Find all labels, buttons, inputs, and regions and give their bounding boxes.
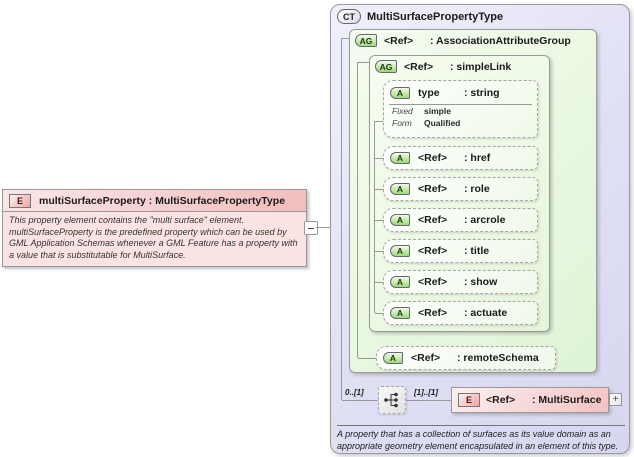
element-title: multiSurfaceProperty : MultiSurfacePrope… <box>39 194 286 207</box>
attribute-group-header: AG <Ref> : AssociationAttributeGroup <box>350 30 596 47</box>
attribute-show-name: : show <box>464 276 498 288</box>
attribute-role-box[interactable]: A <Ref> : role <box>383 177 538 201</box>
attribute-badge-icon: A <box>383 352 403 364</box>
stub-title <box>375 251 384 252</box>
minus-icon <box>308 227 314 229</box>
tree-trunk <box>341 38 342 400</box>
attribute-badge-icon: A <box>390 86 410 99</box>
attribute-show-ref: <Ref> <box>418 276 448 288</box>
multisurface-name: : MultiSurface <box>532 394 602 406</box>
attribute-actuate-name: : actuate <box>464 307 508 319</box>
attribute-remoteschema-name: : remoteSchema <box>457 352 539 364</box>
complex-type-box[interactable]: CT MultiSurfacePropertyType AG <Ref> : A… <box>330 4 630 454</box>
attribute-group-badge-icon: AG <box>355 34 377 47</box>
attribute-role-name: : role <box>464 183 490 195</box>
complex-type-header: CT MultiSurfacePropertyType <box>337 9 503 24</box>
tree-stub-attribute-group <box>342 38 350 39</box>
attribute-group-simplelink-box[interactable]: AG <Ref> : simpleLink A type <box>369 55 550 332</box>
attribute-show-box[interactable]: A <Ref> : show <box>383 270 538 294</box>
footer-divider <box>337 425 625 426</box>
simplelink-header: AG <Ref> : simpleLink <box>370 56 549 73</box>
attribute-role-ref: <Ref> <box>418 183 448 195</box>
sequence-glyph-icon <box>384 392 398 408</box>
tree-stub-simplelink <box>358 62 370 63</box>
tree-trunk-ag <box>357 62 358 358</box>
attribute-badge-icon: A <box>390 152 410 164</box>
facet-form: Form Qualified <box>384 117 537 129</box>
stub-role <box>375 189 384 190</box>
sequence-to-element-line <box>406 400 451 401</box>
element-header: E multiSurfaceProperty : MultiSurfacePro… <box>3 190 306 212</box>
element-badge-icon: E <box>458 393 480 407</box>
facet-form-value: Qualified <box>424 117 461 128</box>
stub-arcrole <box>375 220 384 221</box>
stub-href <box>375 158 384 159</box>
attribute-group-name: : AssociationAttributeGroup <box>430 34 571 47</box>
attribute-actuate-ref: <Ref> <box>418 307 448 319</box>
attribute-type-box[interactable]: A type : string Fixed simple Form Qualif… <box>383 80 538 138</box>
attribute-arcrole-name: : arcrole <box>464 214 506 226</box>
tree-stub-sequence <box>342 400 378 401</box>
attribute-badge-icon: A <box>390 276 410 288</box>
attribute-arcrole-box[interactable]: A <Ref> : arcrole <box>383 208 538 232</box>
attribute-badge-icon: A <box>390 214 410 226</box>
attribute-group-ref: <Ref> <box>384 34 414 47</box>
stub-actuate <box>375 313 384 314</box>
attribute-title-ref: <Ref> <box>418 245 448 257</box>
simplelink-ref: <Ref> <box>404 60 434 73</box>
attribute-remoteschema-box[interactable]: A <Ref> : remoteSchema <box>376 346 556 370</box>
facet-divider <box>389 104 532 105</box>
stub-show <box>375 282 384 283</box>
facet-fixed-label: Fixed <box>392 106 413 116</box>
attribute-href-ref: <Ref> <box>418 152 448 164</box>
attribute-arcrole-ref: <Ref> <box>418 214 448 226</box>
simplelink-name: : simpleLink <box>450 60 512 73</box>
occurrence-right-label: [1]..[1] <box>414 388 438 397</box>
element-multiSurfaceProperty-box[interactable]: E multiSurfaceProperty : MultiSurfacePro… <box>2 189 307 267</box>
attribute-title-name: : title <box>464 245 490 257</box>
element-multisurface-box[interactable]: E <Ref> : MultiSurface <box>451 387 609 413</box>
element-annotation: This property element contains the "mult… <box>9 215 298 261</box>
occurrence-left-label: 0..[1] <box>345 388 364 397</box>
attribute-href-name: : href <box>464 152 491 164</box>
attribute-badge-icon: A <box>390 307 410 319</box>
collapse-toggle[interactable] <box>304 221 318 235</box>
complex-type-annotation: A property that has a collection of surf… <box>337 429 619 451</box>
facet-form-label: Form <box>392 117 412 128</box>
tree-stub-remoteschema <box>358 358 377 359</box>
simplelink-badge-icon: AG <box>375 60 397 73</box>
attribute-type-label: type <box>418 86 440 99</box>
attribute-type-datatype: : string <box>464 86 500 99</box>
facet-fixed-value: simple <box>424 106 451 116</box>
expand-button[interactable]: + <box>609 393 622 406</box>
complex-type-badge-icon: CT <box>337 9 361 24</box>
multisurface-ref: <Ref> <box>486 394 516 406</box>
attribute-group-association-box[interactable]: AG <Ref> : AssociationAttributeGroup AG … <box>349 29 597 373</box>
tree-trunk-simplelink <box>374 121 375 313</box>
element-badge-icon: E <box>9 193 31 208</box>
stub-type <box>375 121 384 122</box>
attribute-actuate-box[interactable]: A <Ref> : actuate <box>383 301 538 325</box>
attribute-badge-icon: A <box>390 245 410 257</box>
connector-line <box>316 227 340 228</box>
attribute-type-header: A type : string <box>384 81 537 104</box>
complex-type-title: MultiSurfacePropertyType <box>367 10 504 23</box>
attribute-remoteschema-ref: <Ref> <box>411 352 441 364</box>
attribute-href-box[interactable]: A <Ref> : href <box>383 146 538 170</box>
facet-fixed: Fixed simple <box>384 106 537 117</box>
sequence-compositor-icon[interactable] <box>378 386 406 414</box>
attribute-badge-icon: A <box>390 183 410 195</box>
attribute-title-box[interactable]: A <Ref> : title <box>383 239 538 263</box>
